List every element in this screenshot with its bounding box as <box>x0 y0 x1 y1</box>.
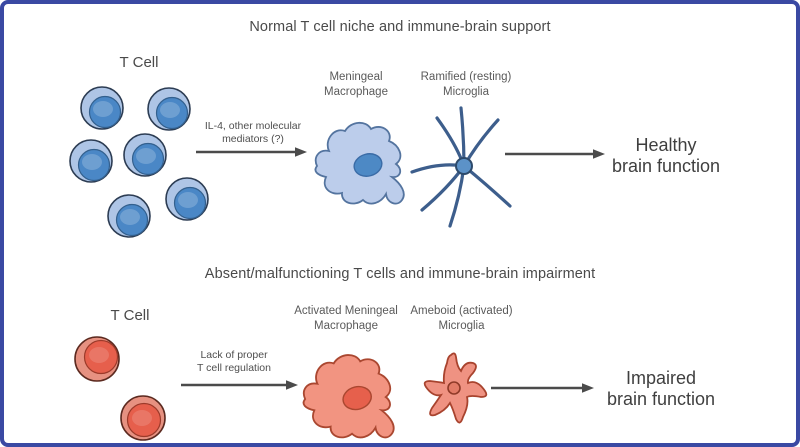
tcell-sheen <box>178 192 198 208</box>
tcell-blue-2 <box>147 87 191 131</box>
bottom-macrophage-line1: Activated Meningeal <box>294 305 398 317</box>
tcell-sheen <box>132 410 152 426</box>
arrow-shape <box>181 380 298 390</box>
arrow-shape <box>196 147 307 157</box>
macrophage-nucleus <box>353 153 383 177</box>
top-mediator-line1: IL-4, other molecular <box>204 120 302 132</box>
tcell-sheen <box>93 101 113 117</box>
tcell-nucleus <box>173 186 207 220</box>
top-section-title: Normal T cell niche and immune-brain sup… <box>249 19 551 35</box>
bottom-outcome-line2: brain function <box>606 389 716 409</box>
tcell-sheen <box>120 209 140 225</box>
meningeal-macrophage-blue <box>314 121 405 205</box>
top-macrophage-line1: Meningeal <box>329 71 383 83</box>
bottom-section-title: Absent/malfunctioning T cells and immune… <box>204 266 596 282</box>
tcell-sheen <box>82 154 102 170</box>
top-mediator-arrow <box>196 147 307 157</box>
tcell-nucleus <box>126 402 162 438</box>
top-outcome-label: Healthy brain function <box>602 135 730 177</box>
bottom-macrophage-label: Activated Meningeal Macrophage <box>281 304 411 334</box>
microglia-nucleus <box>447 381 461 395</box>
tcell-cluster-blue <box>69 86 209 238</box>
top-tcell-label: T Cell <box>119 54 159 71</box>
tcell-blue-5 <box>165 177 209 221</box>
tcell-nucleus <box>155 96 189 130</box>
bottom-outcome-label: Impaired brain function <box>597 368 725 410</box>
macrophage-nucleus <box>342 385 372 411</box>
top-outcome-line2: brain function <box>611 156 721 176</box>
tcell-red-1 <box>74 336 120 382</box>
bottom-microglia-line1: Ameboid (activated) <box>410 305 513 317</box>
ramified-microglia <box>410 106 512 228</box>
top-mediator-line2: mediators (?) <box>222 133 284 145</box>
tcell-nucleus <box>83 339 119 375</box>
tcell-sheen <box>89 347 109 363</box>
bottom-outcome-arrow <box>491 383 594 393</box>
tcell-blue-3 <box>69 139 113 183</box>
tcell-nucleus <box>131 142 165 176</box>
bottom-mediator-label: Lack of proper T cell regulation <box>172 349 296 375</box>
microglia-soma <box>455 157 473 175</box>
top-outcome-line1: Healthy <box>635 135 697 155</box>
ameboid-microglia <box>423 352 488 424</box>
bottom-microglia-label: Ameboid (activated) Microglia <box>399 304 524 334</box>
top-microglia-line1: Ramified (resting) <box>420 71 512 83</box>
arrow-shape <box>505 149 605 159</box>
tcell-sheen <box>160 102 180 118</box>
bottom-outcome-line1: Impaired <box>625 368 697 388</box>
bottom-microglia-line2: Microglia <box>438 320 485 332</box>
arrow-shape <box>491 383 594 393</box>
tcell-cluster-red <box>74 336 166 441</box>
bottom-mediator-line1: Lack of proper <box>200 349 268 361</box>
tcell-blue-4 <box>123 133 167 177</box>
bottom-mediator-line2: T cell regulation <box>197 362 271 374</box>
tcell-nucleus <box>88 95 122 129</box>
meningeal-macrophage-red <box>302 354 395 439</box>
bottom-macrophage-line2: Macrophage <box>314 320 378 332</box>
top-macrophage-line2: Macrophage <box>324 86 388 98</box>
bottom-mediator-arrow <box>181 380 298 390</box>
tcell-red-2 <box>120 395 166 441</box>
top-macrophage-label: Meningeal Macrophage <box>296 70 416 100</box>
top-microglia-line2: Microglia <box>442 86 489 98</box>
bottom-tcell-label: T Cell <box>110 307 150 324</box>
tcell-sheen <box>136 148 156 164</box>
top-microglia-label: Ramified (resting) Microglia <box>406 70 526 100</box>
tcell-nucleus <box>115 203 149 237</box>
top-outcome-arrow <box>505 149 605 159</box>
tcell-blue-6 <box>107 194 151 238</box>
tcell-blue-1 <box>80 86 124 130</box>
tcell-nucleus <box>77 148 111 182</box>
top-mediator-label: IL-4, other molecular mediators (?) <box>191 120 315 146</box>
